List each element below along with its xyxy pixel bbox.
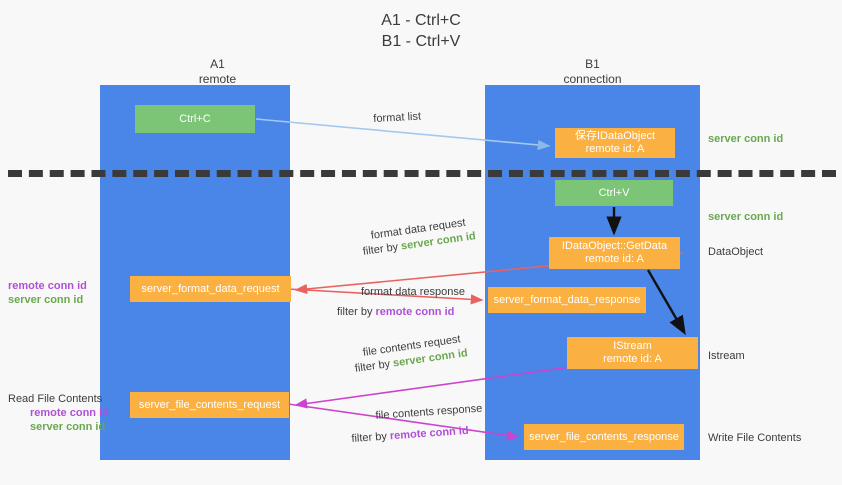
annotation-remote-conn-id-1: remote conn id: [8, 280, 87, 292]
node-server-file-contents-response[interactable]: server_file_contents_response: [524, 424, 684, 450]
node-save-idataobject[interactable]: 保存IDataObject remote id: A: [555, 128, 675, 158]
node-ctrl-v[interactable]: Ctrl+V: [555, 180, 673, 206]
edge-label-file-contents-response-filter: filter by remote conn id: [351, 424, 469, 446]
filter-prefix: filter by: [337, 306, 376, 318]
edge-label-file-contents-response: file contents response: [375, 402, 483, 422]
filter-prefix: filter by: [354, 357, 394, 375]
annotation-left-conn-ids-1: remote conn id server conn id: [8, 279, 87, 307]
annotation-remote-conn-id-2: remote conn id: [30, 407, 109, 419]
node-server-file-contents-request[interactable]: server_file_contents_request: [130, 392, 289, 418]
annotation-server-conn-id-1: server conn id: [8, 294, 84, 306]
node-idataobject-getdata[interactable]: IDataObject::GetData remote id: A: [549, 237, 680, 269]
node-istream[interactable]: IStream remote id: A: [567, 337, 698, 369]
filter-key-remote-conn-id: remote conn id: [375, 306, 455, 318]
annotation-istream: Istream: [708, 350, 745, 362]
filter-prefix: filter by: [351, 430, 391, 445]
annotation-write-file-contents: Write File Contents: [708, 432, 802, 444]
filter-prefix: filter by: [362, 240, 402, 258]
annotation-left-read-file-contents: Read File Contents remote conn id server…: [8, 392, 109, 434]
node-server-format-data-request[interactable]: server_format_data_request: [130, 276, 291, 302]
edge-label-format-list: format list: [373, 110, 422, 125]
annotation-server-conn-id-top: server conn id: [708, 133, 784, 145]
node-ctrl-c[interactable]: Ctrl+C: [135, 105, 255, 133]
edge-label-format-data-response: format data response: [361, 286, 465, 298]
filter-key-remote-conn-id: remote conn id: [389, 424, 469, 443]
annotation-server-conn-id-2: server conn id: [30, 421, 106, 433]
edge-label-format-data-response-filter: filter by remote conn id: [337, 305, 454, 319]
divider-dashed-line: [8, 170, 836, 177]
annotation-read-file-contents: Read File Contents: [8, 393, 103, 405]
node-server-format-data-response[interactable]: server_format_data_response: [488, 287, 646, 313]
diagram-title: A1 - Ctrl+C B1 - Ctrl+V: [381, 12, 461, 50]
column-header-a1: A1 remote: [198, 57, 237, 86]
column-header-b1: B1 connection: [563, 57, 622, 86]
annotation-server-conn-id-mid: server conn id: [708, 211, 784, 223]
annotation-data-object: DataObject: [708, 246, 764, 258]
